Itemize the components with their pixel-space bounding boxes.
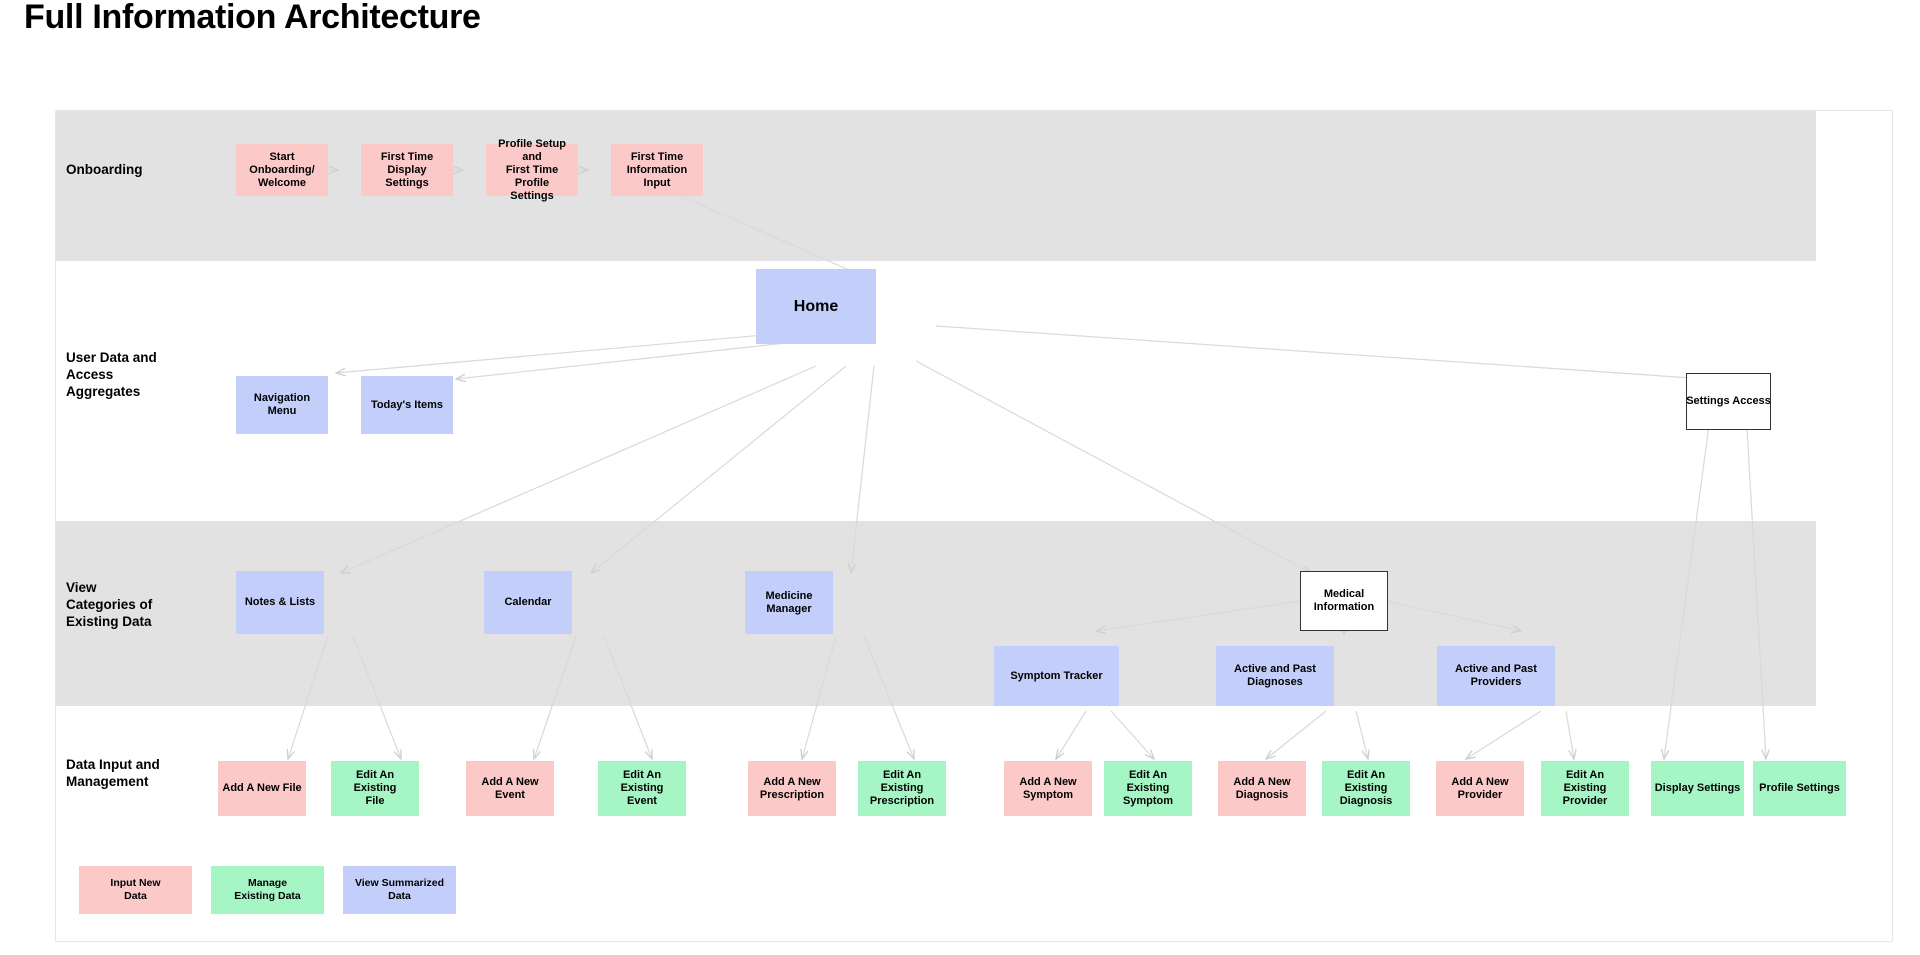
- band-label-user-data: User Data and Access Aggregates: [66, 350, 157, 399]
- node-active-and-past-providers[interactable]: Active and Past Providers: [1437, 646, 1555, 706]
- node-profile-settings[interactable]: Profile Settings: [1753, 761, 1846, 816]
- node-edit-an-existing-file[interactable]: Edit An Existing File: [331, 761, 419, 816]
- diagram-canvas: Onboarding User Data and Access Aggregat…: [55, 110, 1893, 942]
- node-medical-information[interactable]: Medical Information: [1300, 571, 1388, 631]
- node-add-a-new-symptom[interactable]: Add A New Symptom: [1004, 761, 1092, 816]
- page-title: Full Information Architecture: [24, 0, 481, 36]
- node-edit-an-existing-prescription[interactable]: Edit An Existing Prescription: [858, 761, 946, 816]
- node-settings-access[interactable]: Settings Access: [1686, 373, 1771, 430]
- band-label-data-input: Data Input and Management: [66, 757, 160, 789]
- band-label-view-categories: View Categories of Existing Data: [66, 580, 153, 629]
- node-add-a-new-event[interactable]: Add A New Event: [466, 761, 554, 816]
- node-notes-and-lists[interactable]: Notes & Lists: [236, 571, 324, 634]
- node-edit-an-existing-symptom[interactable]: Edit An Existing Symptom: [1104, 761, 1192, 816]
- node-todays-items[interactable]: Today's Items: [361, 376, 453, 434]
- legend-manage-existing-data: Manage Existing Data: [211, 866, 324, 914]
- node-profile-setup-first-time-profile-settings[interactable]: Profile Setup and First Time Profile Set…: [486, 138, 578, 202]
- architecture-diagram: Onboarding User Data and Access Aggregat…: [56, 111, 1892, 941]
- node-first-time-display-settings[interactable]: First Time Display Settings: [361, 144, 453, 196]
- band-label-onboarding: Onboarding: [66, 162, 143, 177]
- node-add-a-new-provider[interactable]: Add A New Provider: [1436, 761, 1524, 816]
- node-edit-an-existing-diagnosis[interactable]: Edit An Existing Diagnosis: [1322, 761, 1410, 816]
- node-navigation-menu[interactable]: Navigation Menu: [236, 376, 328, 434]
- node-home[interactable]: Home: [756, 269, 876, 344]
- node-add-a-new-prescription[interactable]: Add A New Prescription: [748, 761, 836, 816]
- legend-view-summarized-data: View Summarized Data: [343, 866, 456, 914]
- node-start-onboarding-welcome[interactable]: Start Onboarding/ Welcome: [236, 144, 328, 196]
- node-medicine-manager[interactable]: Medicine Manager: [745, 571, 833, 634]
- band-onboarding: [56, 111, 1816, 261]
- node-add-a-new-diagnosis[interactable]: Add A New Diagnosis: [1218, 761, 1306, 816]
- node-add-a-new-file[interactable]: Add A New File: [218, 761, 306, 816]
- node-calendar[interactable]: Calendar: [484, 571, 572, 634]
- node-display-settings[interactable]: Display Settings: [1651, 761, 1744, 816]
- node-edit-an-existing-provider[interactable]: Edit An Existing Provider: [1541, 761, 1629, 816]
- node-first-time-information-input[interactable]: First Time Information Input: [611, 144, 703, 196]
- node-symptom-tracker[interactable]: Symptom Tracker: [994, 646, 1119, 706]
- legend-input-new-data: Input New Data: [79, 866, 192, 914]
- node-active-and-past-diagnoses[interactable]: Active and Past Diagnoses: [1216, 646, 1334, 706]
- node-edit-an-existing-event[interactable]: Edit An Existing Event: [598, 761, 686, 816]
